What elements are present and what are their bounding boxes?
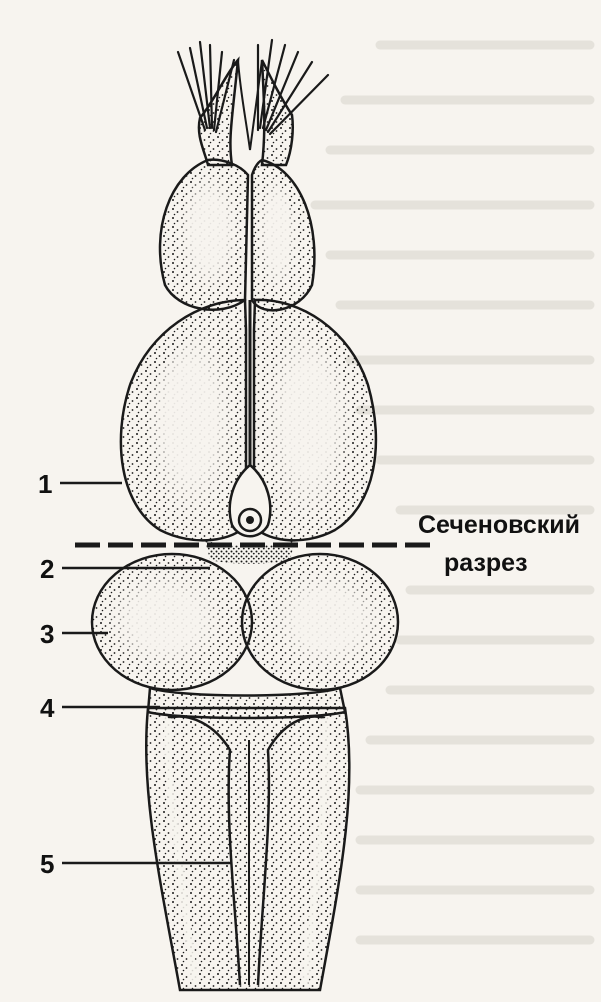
- optic-lobe-left: [92, 554, 252, 690]
- forebrain-hemisphere-left: [121, 300, 246, 540]
- label-1: 1: [38, 469, 52, 499]
- cut-label-line2: разрез: [444, 549, 528, 577]
- cut-label-line1: Сеченовский: [418, 511, 580, 539]
- olfactory-lobe-right: [252, 160, 314, 310]
- label-5: 5: [40, 849, 54, 879]
- optic-lobe-right: [242, 554, 398, 690]
- label-2: 2: [40, 554, 54, 584]
- medulla-oblongata: [146, 708, 349, 990]
- forebrain-hemisphere-right: [254, 300, 376, 540]
- olfactory-lobe-left: [160, 160, 248, 310]
- label-3: 3: [40, 619, 54, 649]
- label-4: 4: [40, 693, 55, 723]
